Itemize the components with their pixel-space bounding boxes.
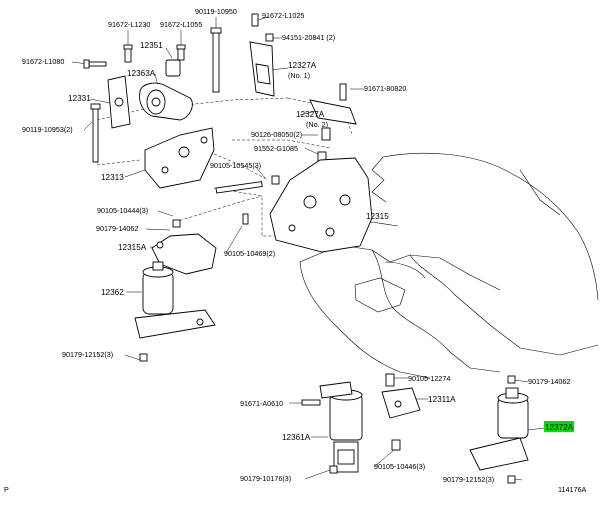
label-91671-a0610: 91671-A0610 [240, 399, 283, 408]
nut-94151-20841 [265, 33, 274, 42]
label-90179-14062-b: 90179-14062 [528, 377, 570, 386]
bolt-90119-10953 [90, 103, 101, 163]
label-91672-l1055: 91672-L1055 [160, 20, 202, 29]
bolt-90105-10469 [242, 213, 249, 225]
part-12363a [139, 82, 193, 121]
label-12315a: 12315A [118, 243, 147, 252]
label-12327a-no1: 12327A [288, 61, 317, 70]
part-12361a [319, 381, 363, 473]
label-12331: 12331 [68, 94, 91, 103]
part-12351 [165, 59, 181, 77]
highlight-12372a [544, 421, 574, 432]
label-91552-g1085: 91552-G1085 [254, 144, 298, 153]
label-12362: 12362 [101, 288, 124, 297]
label-p: P [4, 485, 9, 494]
part-12331 [107, 75, 131, 129]
part-12315a [151, 233, 217, 275]
label-90119-10953: 90119-10953(2) [22, 125, 73, 134]
nut-90179-14062-b [507, 375, 516, 384]
label-12327a-no2: 12327A [296, 110, 325, 119]
label-90119-10950: 90119-10950 [195, 7, 237, 16]
label-91672-l1025: 91672-L1025 [262, 11, 304, 20]
label-94151-20841: 94151-20841 (2) [282, 33, 335, 42]
nut-90179-12152-a [139, 353, 148, 362]
label-12315: 12315 [366, 212, 389, 221]
nut-90179-10176 [329, 465, 338, 474]
label-91672-l1080: 91672-L1080 [22, 57, 64, 66]
part-12372a [469, 387, 529, 471]
label-91672-l1230: 91672-L1230 [108, 20, 150, 29]
bracket-12327a-no2 [309, 99, 357, 125]
label-12361a: 12361A [282, 433, 311, 442]
label-no2: (No. 2) [306, 120, 328, 129]
label-90105-10444: 90105-10444(3) [97, 206, 148, 215]
bolt-91671-80820 [339, 83, 347, 101]
label-90179-14062-a: 90179-14062 [96, 224, 138, 233]
part-12315 [269, 157, 373, 253]
bolt-91672-l1230 [123, 44, 133, 63]
bolt-91672-l1080 [83, 59, 107, 69]
bolt-90105-10545 [215, 175, 280, 194]
part-12362 [134, 261, 216, 339]
label-91671-80820: 91671-80820 [364, 84, 406, 93]
bolt-91672-l1025 [251, 13, 259, 27]
label-12313: 12313 [101, 173, 124, 182]
bolt-91672-l1055 [176, 44, 186, 61]
label-90105-12274: 90105-12274 [408, 374, 450, 383]
bracket-12327a-no1 [249, 41, 275, 97]
part-12313 [144, 127, 215, 189]
label-90105-10469: 90105-10469(2) [224, 249, 275, 258]
nut-90179-14062-a [172, 219, 181, 228]
label-90126-08050: 90126-08050(2) [251, 130, 302, 139]
label-90179-12152-a: 90179-12152(3) [62, 350, 113, 359]
nut-90105-10446 [391, 439, 401, 451]
label-12351: 12351 [140, 41, 163, 50]
label-figure-number: 114176A [558, 485, 586, 494]
label-no1: (No. 1) [288, 71, 310, 80]
bolt-90119-10950 [210, 27, 222, 93]
bolt-90105-12274 [385, 373, 395, 387]
label-12363a: 12363A [127, 69, 156, 78]
label-90105-10545: 90105-10545(3) [210, 161, 261, 170]
bolt-90126-08050 [321, 127, 331, 141]
label-12372a: 12372A [545, 423, 574, 432]
nut-90179-12152-b [507, 475, 516, 484]
label-90179-10176: 90179-10176(3) [240, 474, 291, 483]
part-12311a [381, 387, 421, 419]
bolt-91671-a0610 [301, 399, 321, 406]
label-90105-10446: 90105-10446(3) [374, 462, 425, 471]
label-90179-12152-b: 90179-12152(3) [443, 475, 494, 484]
label-12311a: 12311A [428, 395, 456, 404]
part-labels: 91672-L1230 91672-L1055 90119-10950 9167… [4, 7, 586, 494]
